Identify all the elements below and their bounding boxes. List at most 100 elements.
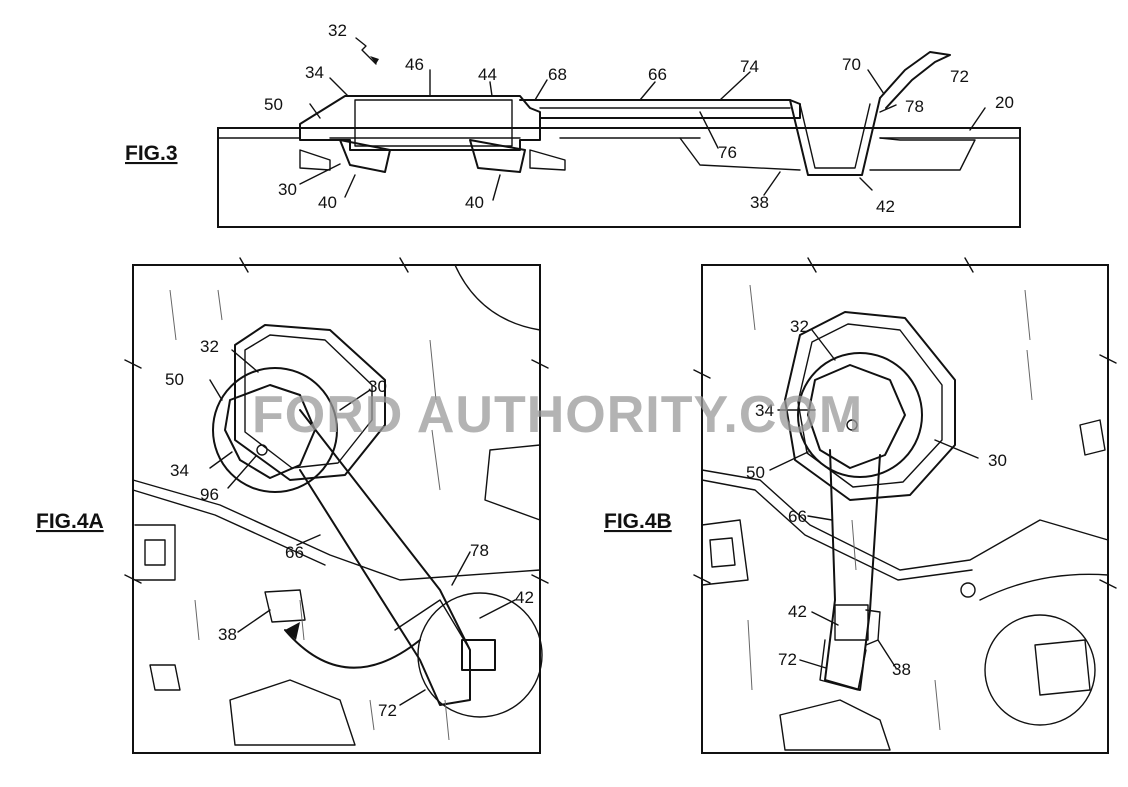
fig4b-ref-50: 50 bbox=[746, 463, 765, 482]
fig-4a-frame bbox=[132, 264, 541, 754]
fig-3-cross-section bbox=[217, 37, 1021, 228]
fig-4b-lever-66 bbox=[824, 449, 881, 691]
fig4b-ref-38: 38 bbox=[892, 660, 911, 679]
fig-4b-rotating-disk bbox=[797, 352, 923, 478]
fig4a-ref-96: 96 bbox=[200, 485, 219, 504]
retaining-leg-right bbox=[469, 139, 526, 173]
fig-4b-pocket-bottom bbox=[779, 699, 891, 751]
retaining-leg-left bbox=[339, 139, 391, 173]
ref-78: 78 bbox=[905, 97, 924, 116]
ref-20: 20 bbox=[995, 93, 1014, 112]
ref-76: 76 bbox=[718, 143, 737, 162]
fig-4a-pivot-96 bbox=[256, 444, 268, 456]
fig4a-ref-66: 66 bbox=[285, 543, 304, 562]
ref-40-right: 40 bbox=[465, 193, 484, 212]
fig-4b-panel-edge-2 bbox=[701, 479, 973, 581]
fig-4b-leader-lines bbox=[769, 329, 979, 669]
fig-4a-panel-edge bbox=[132, 479, 541, 581]
fig-4a-arc-top bbox=[454, 264, 541, 331]
ref-32: 32 bbox=[328, 21, 347, 40]
fig-4a-head-34 bbox=[224, 384, 316, 479]
fig-4a-housing-inner bbox=[244, 334, 373, 469]
fig4b-ref-30: 30 bbox=[988, 451, 1007, 470]
fig-4b-boss bbox=[984, 614, 1096, 726]
fig-4b-head-34 bbox=[807, 364, 906, 469]
fig-4a-catch-42 bbox=[461, 639, 496, 671]
fig-4a-housing bbox=[234, 324, 386, 481]
release-tab-72 bbox=[879, 51, 951, 109]
fig-4a-view bbox=[124, 257, 549, 754]
ref-74: 74 bbox=[740, 57, 759, 76]
ref-30: 30 bbox=[278, 180, 297, 199]
fig-4a-label: FIG.4A bbox=[36, 510, 104, 533]
fig-4b-housing-inner bbox=[797, 323, 943, 488]
fig4a-ref-72: 72 bbox=[378, 701, 397, 720]
fig4a-ref-50: 50 bbox=[165, 370, 184, 389]
recess-contour-left bbox=[679, 137, 801, 171]
fig4a-ref-34: 34 bbox=[170, 461, 189, 480]
catch-well-42 bbox=[789, 97, 881, 176]
fig4b-ref-66: 66 bbox=[788, 507, 807, 526]
fig-4b-arc bbox=[979, 573, 1109, 601]
fig4a-ref-30: 30 bbox=[368, 377, 387, 396]
fig-4a-pocket-left bbox=[134, 524, 176, 581]
ref-42: 42 bbox=[876, 197, 895, 216]
ref-32-leader bbox=[355, 37, 377, 65]
fig-4b-catch-42 bbox=[834, 604, 869, 641]
fig-4b-panel-edge bbox=[701, 469, 1109, 571]
fig4b-ref-42: 42 bbox=[788, 602, 807, 621]
fig-4a-pocket-left-inner bbox=[144, 539, 166, 566]
fig-4a-break-marks bbox=[124, 257, 549, 584]
fig-4b-slot-right bbox=[1079, 419, 1106, 456]
fig4b-ref-32: 32 bbox=[790, 317, 809, 336]
grommet-right bbox=[529, 149, 566, 171]
ref-50: 50 bbox=[264, 95, 283, 114]
fig4a-ref-78: 78 bbox=[470, 541, 489, 560]
ref-32-arrowhead bbox=[370, 56, 379, 64]
fig-3-label: FIG.3 bbox=[125, 142, 178, 165]
fig-4b-shading bbox=[747, 284, 1033, 731]
fig-4a-slot-small bbox=[149, 664, 181, 691]
fig-4b-frame bbox=[701, 264, 1109, 754]
fig-4b-hole bbox=[960, 582, 976, 598]
fig-4a-catch-boss bbox=[417, 592, 543, 718]
fig-4a-pocket-right bbox=[484, 444, 541, 521]
fig-4a-pocket-bottom bbox=[229, 679, 356, 746]
fig-4a-leader-lines bbox=[209, 349, 516, 706]
fig-4a-rotation-arrowhead bbox=[285, 622, 300, 640]
fig-4b-pivot bbox=[846, 419, 858, 431]
fig-4b-view bbox=[693, 257, 1117, 754]
ref-44: 44 bbox=[478, 65, 497, 84]
ref-72: 72 bbox=[950, 67, 969, 86]
fig-3-base-panel bbox=[217, 127, 1021, 228]
fig-4b-pocket-left-inner bbox=[709, 537, 736, 568]
ref-66: 66 bbox=[648, 65, 667, 84]
ref-34: 34 bbox=[305, 63, 324, 82]
fig-4b-break-marks bbox=[693, 257, 1117, 589]
ref-68: 68 bbox=[548, 65, 567, 84]
lever-arm-66 bbox=[519, 99, 801, 119]
fig-4a-stop-38 bbox=[264, 589, 306, 623]
fig4a-ref-42: 42 bbox=[515, 588, 534, 607]
ref-38: 38 bbox=[750, 193, 769, 212]
fig4b-ref-34: 34 bbox=[755, 401, 774, 420]
fig-4b-pocket-left bbox=[701, 519, 749, 586]
grommet-left bbox=[299, 149, 331, 171]
fig-3-leader-lines bbox=[299, 69, 986, 201]
fig-4b-tab-72 bbox=[819, 639, 867, 691]
fig-4b-stop-38 bbox=[865, 609, 881, 646]
ref-70: 70 bbox=[842, 55, 861, 74]
fig-4b-housing bbox=[784, 311, 956, 501]
fig-4b-label: FIG.4B bbox=[604, 510, 672, 533]
fig-4a-panel-edge-2 bbox=[132, 489, 326, 566]
catch-well-inner bbox=[799, 103, 871, 169]
fig-4a-rotating-disk bbox=[212, 367, 338, 493]
ford-authority-watermark: FORD AUTHORITY.COM bbox=[252, 386, 863, 444]
fastener-head bbox=[354, 99, 513, 147]
fig4a-ref-38: 38 bbox=[218, 625, 237, 644]
fig-4a-lever-tab-72 bbox=[394, 599, 471, 651]
ref-46: 46 bbox=[405, 55, 424, 74]
fig-4a-shading bbox=[169, 289, 450, 741]
fig4b-ref-72: 72 bbox=[778, 650, 797, 669]
